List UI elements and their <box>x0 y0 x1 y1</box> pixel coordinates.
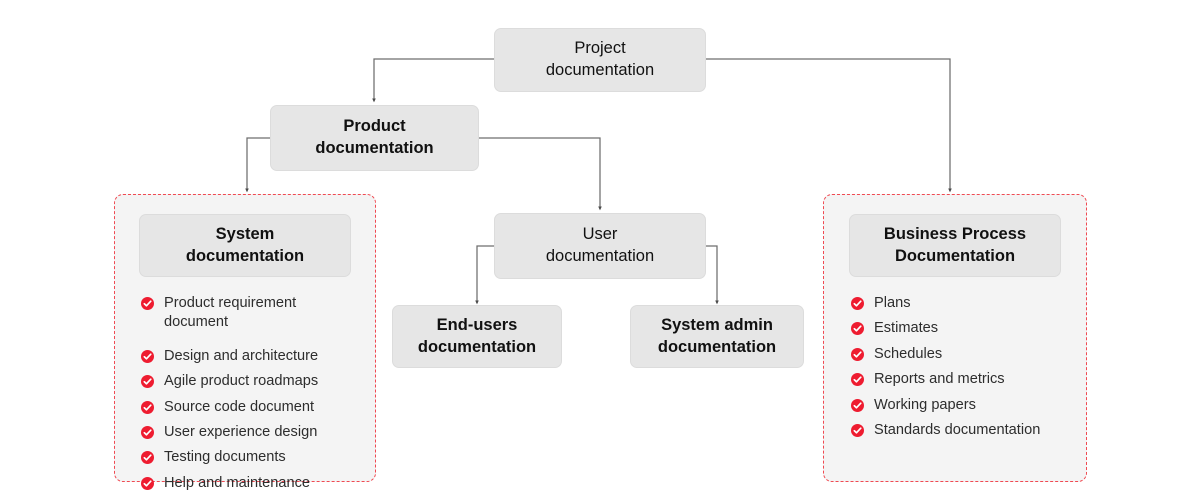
node-business-process-documentation[interactable]: Business Process Documentation <box>849 214 1061 277</box>
node-business-process-documentation-label: Business Process Documentation <box>883 224 1027 265</box>
node-product-documentation-label: Product documentation <box>315 117 434 157</box>
check-circle-icon <box>141 476 154 490</box>
list-item-label: Design and architecture <box>164 347 319 364</box>
list-item-label: Reports and metrics <box>874 371 1005 388</box>
connector-product-to-system-group <box>245 137 270 193</box>
list-item: Agile product roadmaps <box>141 372 363 391</box>
connector-project-to-business-group <box>706 58 952 193</box>
node-system-documentation[interactable]: System documentation <box>139 214 351 277</box>
node-system-admin-documentation[interactable]: System admin documentation <box>630 305 804 368</box>
check-circle-icon <box>851 373 864 387</box>
node-user-documentation[interactable]: User documentation <box>494 213 706 279</box>
node-project-documentation[interactable]: Project documentation <box>494 28 706 92</box>
connector-user-to-system-admin <box>706 245 719 305</box>
list-item-label: Working papers <box>874 396 976 413</box>
list-item: Product requirement document <box>141 294 363 333</box>
check-circle-icon <box>851 424 864 438</box>
list-item-label: User experience design <box>164 424 318 441</box>
connector-user-to-end-users <box>475 245 494 305</box>
list-item-label: Product requirement document <box>164 295 297 331</box>
list-item: Standards documentation <box>851 421 1077 440</box>
connector-project-to-product <box>372 58 494 103</box>
check-circle-icon <box>141 297 154 310</box>
list-item: Design and architecture <box>141 347 363 366</box>
list-item: Reports and metrics <box>851 370 1077 389</box>
list-item: Schedules <box>851 345 1077 364</box>
list-item-label: Agile product roadmaps <box>164 373 319 390</box>
node-project-documentation-label: Project documentation <box>545 39 655 79</box>
check-circle-icon <box>851 297 864 310</box>
check-circle-icon <box>141 375 154 389</box>
list-item: Source code document <box>141 398 363 417</box>
list-item-label: Estimates <box>874 320 939 337</box>
list-item: Estimates <box>851 319 1077 338</box>
list-item-label: Source code document <box>164 398 315 415</box>
check-circle-icon <box>141 400 154 414</box>
check-circle-icon <box>851 322 864 336</box>
check-circle-icon <box>141 426 154 440</box>
list-item-label: Schedules <box>874 345 943 362</box>
node-user-documentation-label: User documentation <box>545 225 655 265</box>
list-item: Testing documents <box>141 448 363 467</box>
list-item: User experience design <box>141 423 363 442</box>
list-item-label: Help and maintenance <box>164 474 311 491</box>
node-product-documentation[interactable]: Product documentation <box>270 105 479 171</box>
node-end-users-documentation[interactable]: End-users documentation <box>392 305 562 368</box>
list-item: Working papers <box>851 396 1077 415</box>
check-circle-icon <box>141 349 154 363</box>
check-circle-icon <box>851 347 864 361</box>
connector-product-to-user <box>479 137 602 211</box>
check-circle-icon <box>851 398 864 412</box>
node-system-admin-documentation-label: System admin documentation <box>657 315 777 356</box>
list-item-label: Standards documentation <box>874 422 1041 439</box>
list-item: Plans <box>851 294 1077 313</box>
list-item-label: Testing documents <box>164 449 286 466</box>
node-system-documentation-label: System documentation <box>185 224 305 265</box>
check-circle-icon <box>141 451 154 465</box>
list-item: Help and maintenance <box>141 474 363 493</box>
list-item-label: Plans <box>874 295 911 311</box>
node-end-users-documentation-label: End-users documentation <box>417 315 537 356</box>
